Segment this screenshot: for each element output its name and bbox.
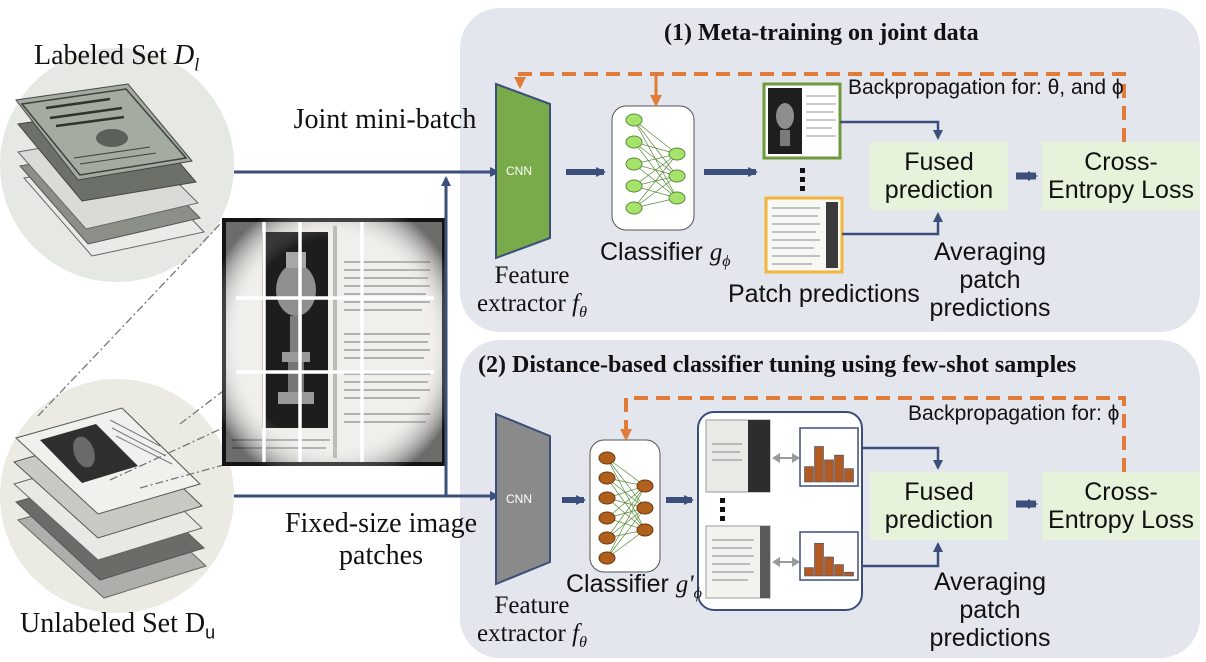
unlabeled-set-image [0, 379, 234, 613]
labeled-set-subscript: l [194, 54, 200, 75]
labeled-set-symbol: Dl [173, 40, 200, 75]
classifier-network-2 [589, 439, 661, 573]
patch-thumb-top [705, 419, 771, 493]
histogram-bar [844, 468, 854, 483]
panel1-classifier-label: Classifier gϕ [600, 238, 731, 271]
unlabeled-set-subscript: u [205, 622, 216, 643]
labeled-set-image [0, 48, 234, 282]
panel1-cnn-label: CNN [506, 164, 532, 178]
distance-arrows [772, 453, 800, 567]
patches-label: Fixed-size image patches [284, 508, 478, 571]
arrow-top-hist-to-fused-2 [862, 446, 943, 470]
arrow-top-patch-to-fused-1 [840, 120, 943, 140]
backprop-path-1 [514, 72, 1126, 142]
unlabeled-set-text: Unlabeled Set [20, 608, 178, 639]
patch-grid [236, 222, 434, 462]
panel1-f-theta: fθ [572, 290, 587, 321]
panel1-feature-extractor-label: Feature extractor fθ [472, 262, 592, 327]
panel1-title: (1) Meta-training on joint data [664, 20, 979, 46]
panel1-feature-extractor-text: Feature extractor [477, 262, 570, 317]
joint-batch-label: Joint mini-batch [293, 104, 477, 135]
histogram-bar [844, 571, 854, 577]
panel1-g-phi: gϕ [709, 239, 731, 270]
histogram-bar [824, 556, 834, 577]
patch-predictions-label: Patch predictions [728, 280, 920, 308]
arrow-bottom-patch-to-fused-1 [842, 212, 943, 236]
panel2-classifier-text: Classifier [566, 570, 669, 598]
patch-thumb-bottom [705, 525, 771, 599]
panel2-averaging-label: Averaging patch predictions [929, 568, 1051, 652]
unlabeled-set-label: Unlabeled Set Du [20, 608, 216, 643]
panel1-cross-entropy-box: Cross- Entropy Loss [1042, 142, 1200, 210]
cnn-block-2 [495, 412, 551, 586]
labeled-set-label: Labeled Set Dl [34, 40, 199, 76]
classifier-network-1 [611, 105, 695, 231]
histogram-bar [814, 542, 824, 577]
panel2-feature-extractor-text: Feature extractor [477, 592, 570, 647]
panel-meta-training [460, 8, 1200, 332]
histogram-bar [814, 446, 824, 483]
histogram-bar [804, 567, 814, 577]
histogram-bar [834, 564, 844, 577]
labeled-set-text: Labeled Set [34, 40, 167, 71]
panel1-averaging-label: Averaging patch predictions [929, 238, 1051, 322]
arrow-bottom-hist-to-fused-2 [862, 542, 943, 568]
panel2-g-prime-phi: g'ϕ [675, 571, 702, 602]
panel2-f-theta: fθ [572, 620, 587, 651]
panel1-classifier-text: Classifier [600, 238, 703, 266]
histogram-top [804, 446, 854, 483]
cnn-block-1 [495, 82, 551, 260]
histogram-bar [824, 459, 834, 483]
patch-prediction-yellow [764, 196, 844, 274]
panel2-feature-extractor-label: Feature extractor fθ [472, 592, 592, 657]
ellipsis-dots-2 [720, 498, 725, 521]
panel1-fused-prediction-box: Fused prediction [870, 142, 1008, 210]
ellipsis-dots-1 [800, 168, 805, 191]
panel1-backprop-label: Backpropagation for: θ, and ϕ [848, 76, 1124, 99]
panel2-backprop-label: Backpropagation for: ϕ [908, 402, 1120, 425]
histogram-bar [804, 466, 814, 483]
book-page-image [222, 218, 446, 466]
panel2-classifier-label: Classifier g'ϕ [566, 570, 702, 603]
histogram-bottom [804, 542, 854, 577]
panel2-title: (2) Distance-based classifier tuning usi… [478, 352, 1077, 378]
panel2-cnn-label: CNN [506, 492, 532, 506]
panel2-fused-prediction-box: Fused prediction [870, 472, 1008, 540]
panel2-cross-entropy-box: Cross- Entropy Loss [1042, 472, 1200, 540]
patch-prediction-green [762, 82, 842, 160]
histogram-bar [834, 454, 844, 483]
